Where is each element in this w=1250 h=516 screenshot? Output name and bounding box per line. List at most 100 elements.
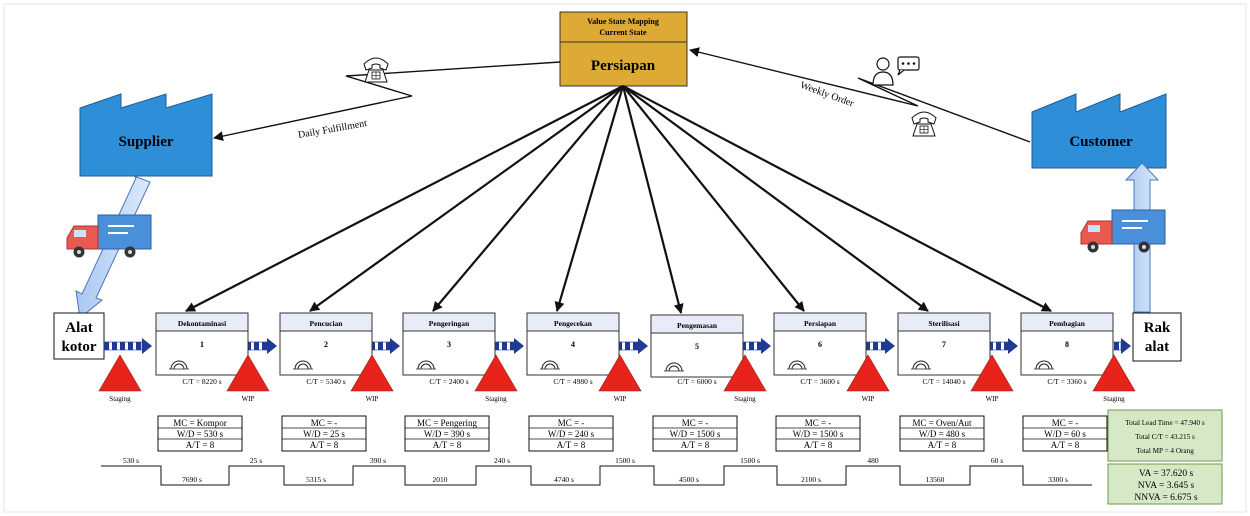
available-time: A/T = 8	[433, 440, 462, 450]
start-material-box: Alat kotor	[53, 312, 105, 360]
cycle-time: C/T = 8220 s	[182, 377, 221, 386]
process-box: Pengemasan 5C/T = 6000 s	[650, 314, 744, 386]
inventory-label: Staging	[1103, 395, 1125, 403]
cycle-time: C/T = 2400 s	[429, 377, 468, 386]
end-line1: Rak	[1144, 320, 1171, 336]
total-lead-time: Total Lead Time = 47.940 s	[1125, 419, 1205, 427]
waiting-time: W/D = 1500 s	[670, 429, 721, 439]
process-name: Pembagian	[1049, 319, 1086, 328]
control-line-3	[432, 85, 624, 312]
process-box: Pembagian 8C/T = 3360 s	[1020, 312, 1114, 386]
process-data-box: MC = -W/D = 25 sA/T = 8	[281, 415, 367, 452]
process-number: 6	[818, 340, 822, 349]
nnva-value: NNVA = 6.675 s	[1134, 493, 1198, 503]
page-border	[3, 3, 1247, 513]
inventory-triangle: Staging	[723, 354, 767, 403]
inventory-triangle: WIP	[846, 354, 890, 403]
process-number: 2	[324, 340, 328, 349]
operator-icon	[416, 360, 436, 370]
timeline-process-value: 2010	[433, 475, 448, 484]
process-data-box: MC = -W/D = 60 sA/T = 8	[1022, 415, 1108, 452]
control-lines	[185, 85, 1052, 314]
inventory-label: WIP	[986, 395, 999, 403]
process-name: Persiapan	[804, 319, 837, 328]
timeline-process-value: 3300 s	[1048, 475, 1068, 484]
cycle-time: C/T = 6000 s	[677, 377, 716, 386]
process-name: Pengecekan	[554, 319, 593, 328]
process-name: Pengeringan	[429, 319, 470, 328]
process-box: Persiapan 6C/T = 3600 s	[773, 312, 867, 386]
start-line2: kotor	[62, 339, 97, 355]
process-number: 4	[571, 340, 575, 349]
process-name: Dekontaminasi	[178, 319, 226, 328]
timeline-wait-value: 25 s	[250, 456, 262, 465]
end-material-box: Rak alat	[1132, 312, 1182, 362]
va-value: VA = 37.620 s	[1139, 469, 1194, 479]
operator-icon	[293, 360, 313, 370]
process-number: 5	[695, 342, 699, 351]
inventory-triangle: Staging	[474, 354, 518, 403]
production-control-box: Value State Mapping Current State Persia…	[559, 11, 688, 87]
timeline-process-value: 13560	[926, 475, 945, 484]
cycle-time: C/T = 14040 s	[922, 377, 965, 386]
inventory-label: WIP	[862, 395, 875, 403]
control-line-5	[621, 85, 684, 314]
timeline-process-value: 4500 s	[679, 475, 699, 484]
waiting-time: W/D = 390 s	[424, 429, 471, 439]
inventory-triangle: WIP	[970, 354, 1014, 403]
waiting-time: W/D = 1500 s	[793, 429, 844, 439]
nva-value: NVA = 3.645 s	[1138, 481, 1195, 491]
timeline-ladder	[101, 465, 1092, 486]
start-line1: Alat	[65, 320, 93, 336]
inventory-label: Staging	[485, 395, 507, 403]
machine-label: MC = -	[1052, 418, 1079, 428]
process-data-box: MC = -W/D = 240 sA/T = 8	[528, 415, 614, 452]
inventory-triangle: Staging	[1092, 354, 1136, 403]
waiting-time: W/D = 60 s	[1044, 429, 1086, 439]
timeline-wait-value: 240 s	[494, 456, 510, 465]
control-line-6	[622, 85, 805, 312]
process-box: Pencucian 2C/T = 5340 s	[279, 312, 373, 386]
process-name: Pencucian	[310, 319, 344, 328]
timeline-wait-value: 530 s	[123, 456, 139, 465]
process-box: Pengecekan 4C/T = 4980 s	[526, 312, 620, 386]
customer-factory-icon: Customer	[1031, 93, 1167, 169]
cycle-time: C/T = 4980 s	[553, 377, 592, 386]
timeline-wait-value: 1500 s	[740, 456, 760, 465]
available-time: A/T = 8	[681, 440, 710, 450]
person-chat-icon	[872, 56, 920, 86]
process-data-box: MC = -W/D = 1500 sA/T = 8	[775, 415, 861, 452]
process-number: 7	[942, 340, 946, 349]
daily-fulfillment-label: Daily Fulfillment	[297, 118, 368, 141]
timeline-process-value: 2100 s	[801, 475, 821, 484]
control-title-1: Value State Mapping	[587, 17, 659, 26]
available-time: A/T = 8	[186, 440, 215, 450]
control-line-1	[185, 85, 624, 312]
inventory-triangle: WIP	[598, 354, 642, 403]
weekly-order-flow	[689, 47, 1031, 143]
control-line-8	[622, 85, 1052, 312]
total-ct: Total C/T = 43.215 s	[1135, 433, 1195, 441]
operator-icon	[169, 360, 189, 370]
inventory-label: Staging	[734, 395, 756, 403]
cycle-time: C/T = 5340 s	[306, 377, 345, 386]
operator-icon	[664, 362, 684, 372]
timeline-process-value: 7690 s	[182, 475, 202, 484]
inventory-label: Staging	[109, 395, 131, 403]
process-name: Sterilisasi	[928, 319, 959, 328]
process-name: Pengemasan	[677, 321, 718, 330]
operator-icon	[1034, 360, 1054, 370]
summary-va-box: VA = 37.620 s NVA = 3.645 s NNVA = 6.675…	[1107, 463, 1223, 505]
cycle-time: C/T = 3360 s	[1047, 377, 1086, 386]
cycle-time: C/T = 3600 s	[800, 377, 839, 386]
process-number: 8	[1065, 340, 1069, 349]
total-mp: Total MP = 4 Orang	[1136, 447, 1194, 455]
phone-icon	[363, 57, 389, 83]
timeline-wait-value: 480	[867, 456, 879, 465]
